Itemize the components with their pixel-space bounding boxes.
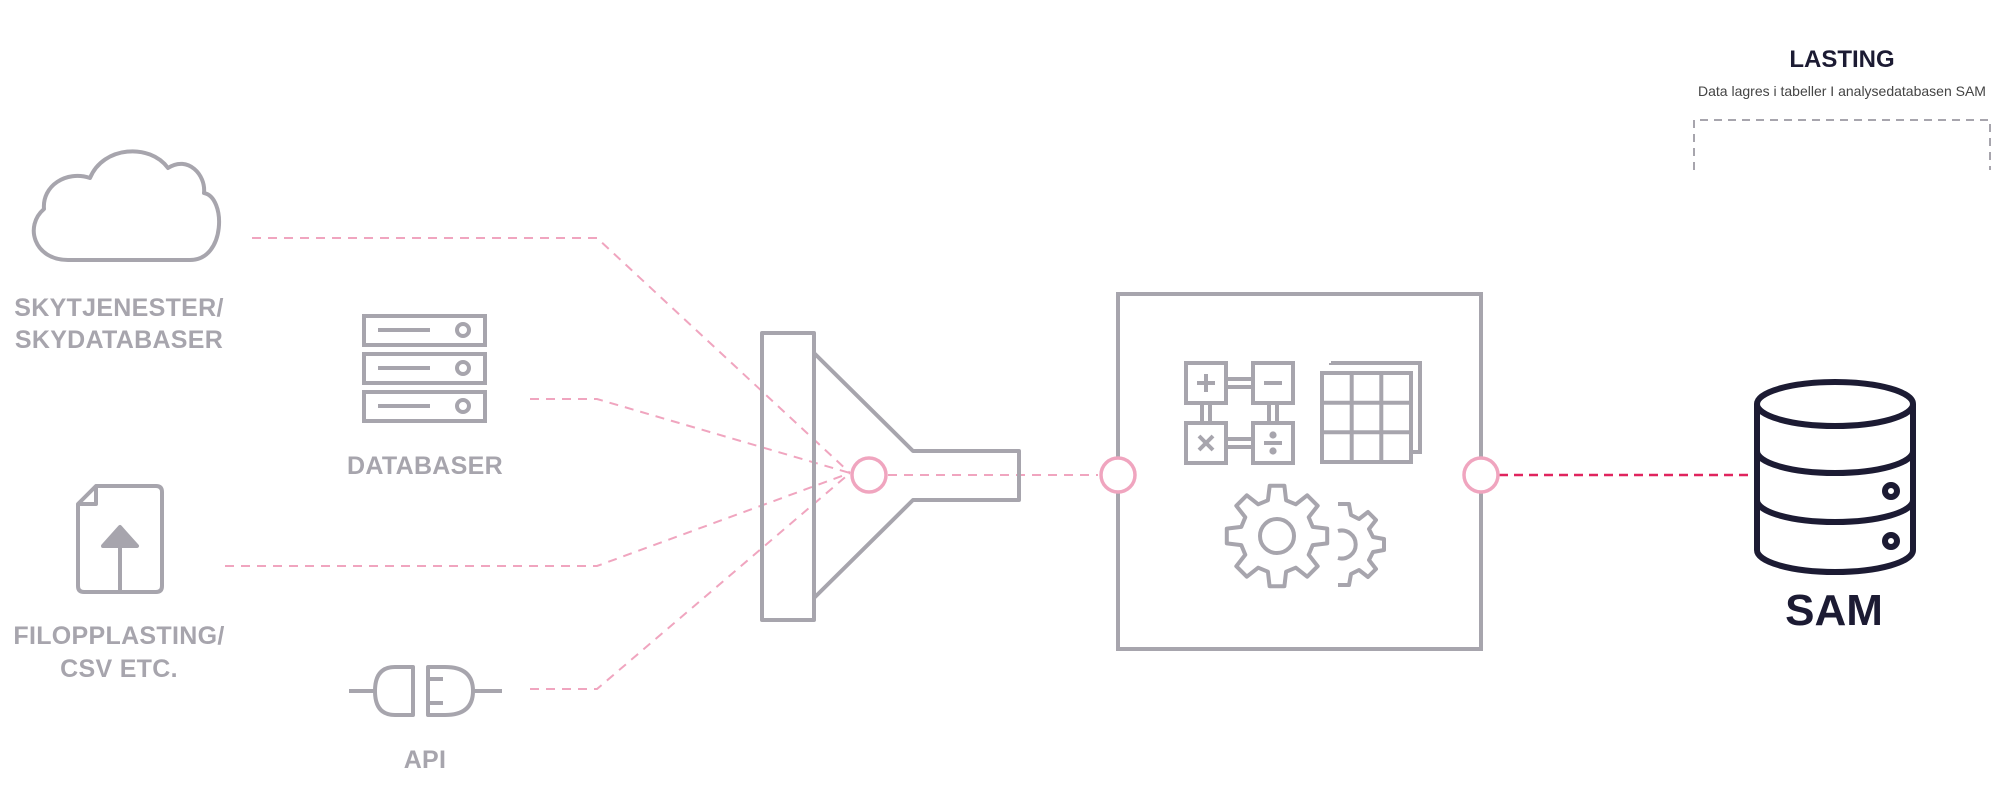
loading-annotation: LASTING Data lagres i tabeller I analyse… xyxy=(1693,46,1991,170)
cloud-icon xyxy=(31,149,222,262)
api-label: API xyxy=(404,746,447,774)
file-upload-icon xyxy=(76,484,164,594)
source-cloud: SKYTJENESTER/ SKYDATABASER xyxy=(14,149,224,354)
table-grid-icon xyxy=(1320,361,1422,464)
target-sam: SAM xyxy=(1754,379,1916,635)
sam-label: SAM xyxy=(1785,586,1883,635)
funnel-connector-node xyxy=(850,456,888,494)
source-database: DATABASER xyxy=(347,314,503,480)
cloud-label-line1: SKYTJENESTER/ xyxy=(14,294,224,322)
cloud-label-line2: SKYDATABASER xyxy=(15,326,223,354)
funnel-icon xyxy=(760,331,1021,622)
server-rack-icon xyxy=(362,314,487,423)
source-api: API xyxy=(349,665,502,774)
processing-input-node xyxy=(1099,456,1137,494)
database-icon xyxy=(1754,379,1916,575)
file-upload-label-line1: FILOPPLASTING/ xyxy=(13,622,224,650)
file-upload-label-line2: CSV ETC. xyxy=(60,655,178,683)
processing-output-node xyxy=(1462,456,1500,494)
loading-bracket xyxy=(1693,119,1991,170)
calculator-operations-icon xyxy=(1184,361,1295,465)
database-label: DATABASER xyxy=(347,452,503,480)
processing-frame xyxy=(1116,292,1483,651)
source-connectors xyxy=(225,237,1098,690)
source-file-upload: FILOPPLASTING/ CSV ETC. xyxy=(13,484,224,683)
plug-icon xyxy=(349,665,502,717)
connector-database xyxy=(530,398,851,474)
gears-icon xyxy=(1224,483,1386,589)
processing-box xyxy=(1116,292,1483,651)
connector-cloud xyxy=(252,237,851,474)
loading-subtitle: Data lagres i tabeller I analysedatabase… xyxy=(1698,83,1986,99)
loading-title: LASTING xyxy=(1789,46,1894,73)
connector-file-upload xyxy=(225,472,851,567)
connector-api xyxy=(530,472,851,690)
